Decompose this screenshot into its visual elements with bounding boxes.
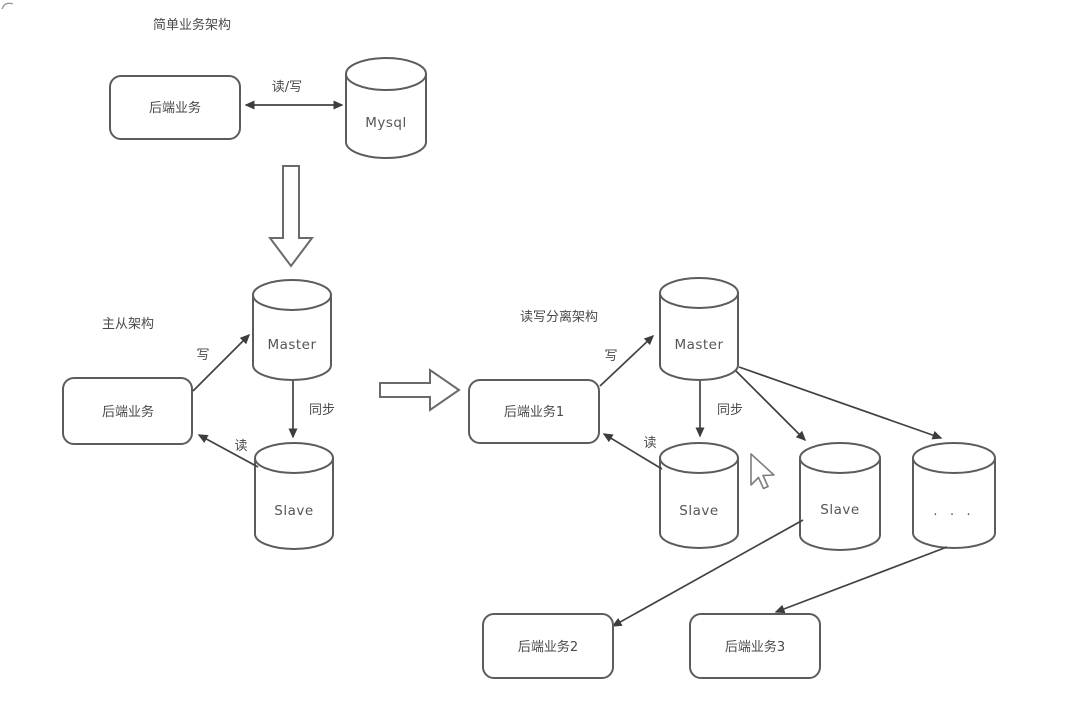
rw-backend1-label: 后端业务1 bbox=[504, 404, 564, 420]
rw-read-label: 读 bbox=[643, 436, 656, 451]
ms-backend-label: 后端业务 bbox=[102, 404, 154, 420]
slave2-to-backend2-arrow bbox=[611, 519, 804, 627]
more-to-backend3-arrow bbox=[774, 546, 948, 614]
rw-backend2-box bbox=[482, 613, 614, 679]
rw-slave1-label: Slave bbox=[679, 503, 718, 519]
ms-master-cylinder: Master bbox=[252, 279, 332, 381]
ms-read-label: 读 bbox=[234, 439, 247, 454]
rw-read-arrow bbox=[602, 433, 663, 470]
rw-sync-label: 同步 bbox=[717, 403, 743, 418]
down-transition-arrow bbox=[268, 165, 314, 268]
rw-master-label: Master bbox=[674, 337, 723, 353]
rw-write-label: 写 bbox=[604, 349, 617, 364]
mouse-cursor-icon bbox=[750, 453, 775, 490]
ms-master-label: Master bbox=[267, 337, 316, 353]
ms-slave-label: Slave bbox=[274, 503, 313, 519]
ms-write-arrow bbox=[192, 333, 251, 392]
simple-architecture-title: 简单业务架构 bbox=[153, 17, 231, 33]
corner-artifact-mark bbox=[1, 2, 14, 10]
rw-backend3-label: 后端业务3 bbox=[725, 639, 785, 655]
simple-backend-box bbox=[109, 75, 241, 140]
ms-slave-cylinder: Slave bbox=[254, 442, 334, 550]
rw-split-title: 读写分离架构 bbox=[520, 309, 598, 325]
master-to-slave2-arrow bbox=[735, 370, 807, 442]
rw-write-arrow bbox=[599, 334, 655, 387]
rw-slave1-cylinder: Slave bbox=[659, 442, 739, 549]
master-to-more-arrow bbox=[738, 366, 943, 440]
rw-slave2-label: Slave bbox=[820, 502, 859, 518]
rw-master-cylinder: Master bbox=[659, 277, 739, 381]
rw-more-label: . . . bbox=[933, 503, 974, 519]
ms-write-label: 写 bbox=[196, 348, 209, 363]
simple-backend-label: 后端业务 bbox=[149, 100, 201, 116]
rw-backend1-box bbox=[468, 379, 600, 444]
right-transition-arrow bbox=[379, 368, 461, 412]
ms-sync-label: 同步 bbox=[309, 403, 335, 418]
rw-backend2-label: 后端业务2 bbox=[518, 639, 578, 655]
mysql-label: Mysql bbox=[365, 115, 407, 131]
rw-backend3-box bbox=[689, 613, 821, 679]
rw-slave2-cylinder: Slave bbox=[799, 442, 881, 551]
ms-backend-box bbox=[62, 377, 193, 445]
read-write-arrow-label: 读/写 bbox=[272, 80, 302, 95]
master-slave-title: 主从架构 bbox=[102, 317, 154, 332]
rw-more-cylinder: . . . bbox=[912, 442, 996, 549]
ms-read-arrow bbox=[197, 434, 259, 468]
mysql-cylinder: Mysql bbox=[345, 57, 427, 159]
